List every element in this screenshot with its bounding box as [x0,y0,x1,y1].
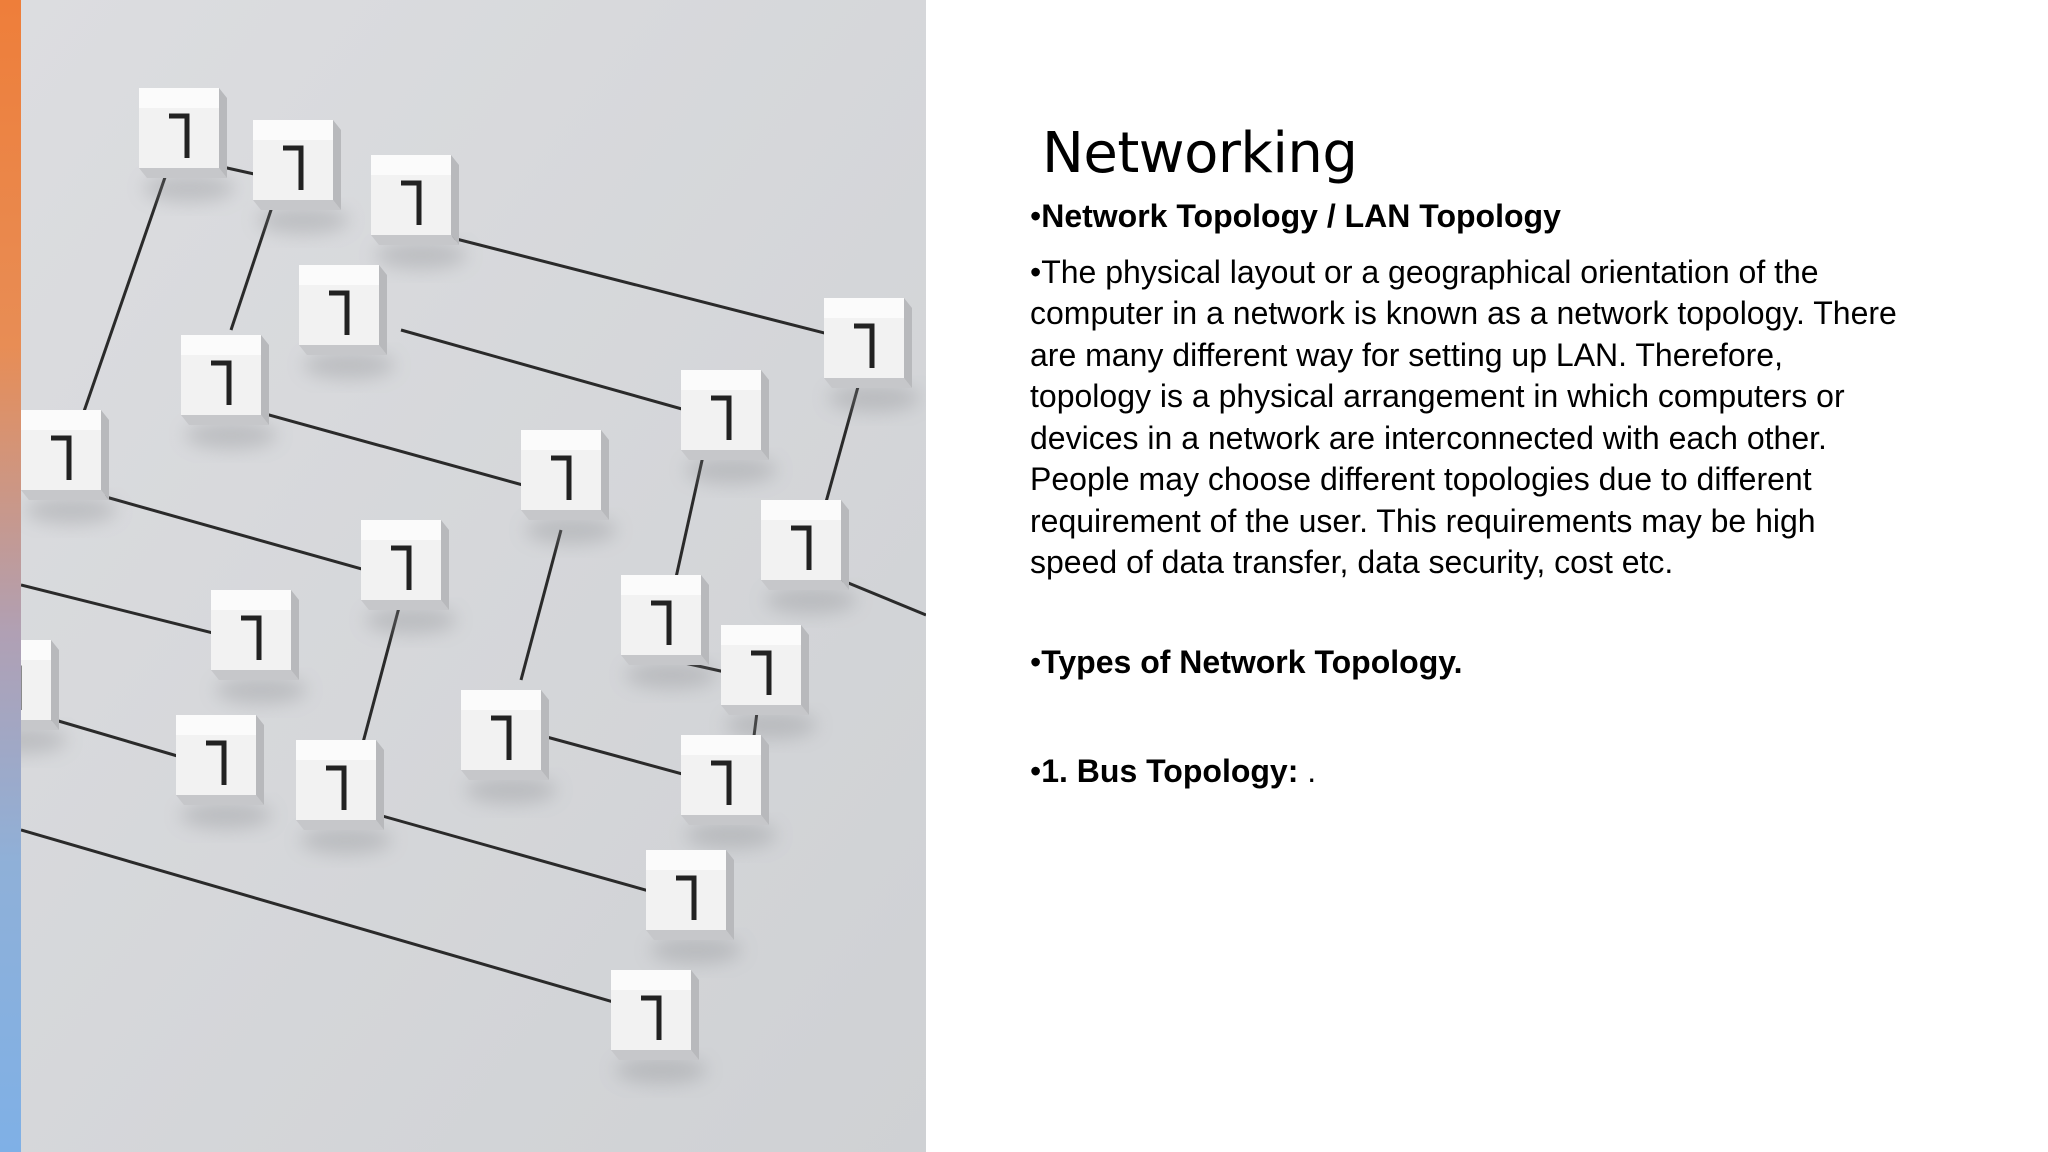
bullet-marker: • [1030,253,1042,290]
bullet-text: Types of Network Topology. [1041,643,1463,680]
bullet-marker: • [1030,198,1042,234]
bullet-types-of-topology: •Types of Network Topology. [1030,642,1910,684]
bullet-text: . [1298,753,1317,789]
bullet-topology-description: •The physical layout or a geographical o… [1030,252,1910,584]
accent-bar [0,0,21,1152]
bullet-marker: • [1030,753,1042,789]
bullet-bus-topology: •1. Bus Topology: . [1030,751,1910,793]
bullet-label: 1. Bus Topology: [1041,753,1299,789]
slide-content: Networking •Network Topology / LAN Topol… [1030,118,1910,793]
bullet-text: Network Topology / LAN Topology [1041,198,1561,234]
network-cubes-image [21,0,926,1152]
bullet-network-topology: •Network Topology / LAN Topology [1030,196,1910,238]
bullet-marker: • [1030,643,1042,680]
network-cubes-icon [21,0,926,1152]
bullet-text: The physical layout or a geographical or… [1030,253,1897,581]
slide-title: Networking [1042,121,1358,186]
